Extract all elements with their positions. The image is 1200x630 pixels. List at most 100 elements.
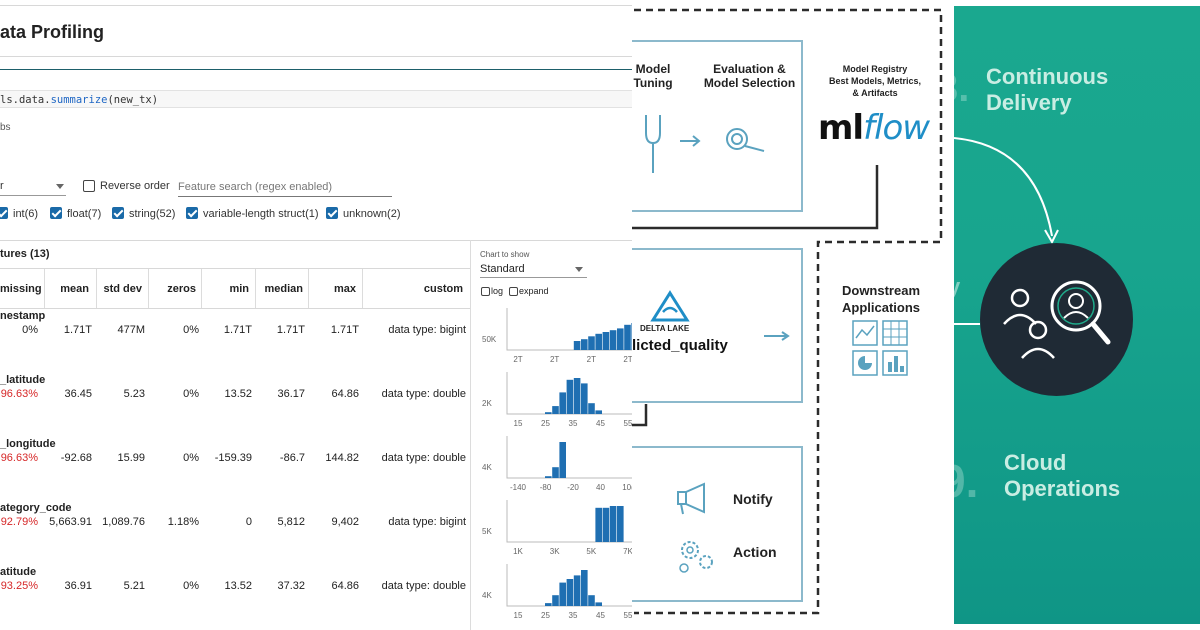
feature-name: nestamp <box>0 310 46 322</box>
cell-max: 9,402 <box>331 516 359 528</box>
histogram-bar <box>595 333 602 350</box>
histogram-bar <box>588 595 595 606</box>
divider <box>0 56 632 57</box>
divider <box>0 69 632 70</box>
column-header-missing[interactable]: missing <box>0 283 42 295</box>
sort-dropdown[interactable]: r <box>0 178 66 196</box>
column-header-median[interactable]: median <box>264 283 303 295</box>
column-header-custom[interactable]: custom <box>423 283 463 295</box>
histogram-x-tick: 5K <box>586 547 596 556</box>
cloud-operations-label: Cloud Operations <box>1004 450 1121 501</box>
histogram-x-tick: 1K <box>513 547 523 556</box>
type-filter-string-checkbox[interactable] <box>112 207 124 219</box>
histogram-bar <box>545 603 552 606</box>
histogram-bar <box>617 506 624 542</box>
cell-median: 37.32 <box>277 580 305 592</box>
histogram-bar <box>624 324 631 350</box>
arrow-right-icon <box>764 331 790 341</box>
histogram-x-tick: 45 <box>596 419 605 428</box>
histogram-bar <box>566 579 574 606</box>
histogram-bar <box>609 506 617 542</box>
mlflow-logo-ml: ml <box>818 108 864 148</box>
cell-max: 64.86 <box>331 388 359 400</box>
histogram-x-tick: 2T <box>550 355 559 364</box>
log-label: log <box>491 286 504 296</box>
column-header-mean[interactable]: mean <box>60 283 89 295</box>
histogram-axis <box>506 436 632 479</box>
dashboard-icon <box>852 320 908 376</box>
cell-zeros: 0% <box>183 388 199 400</box>
cell-median: 36.17 <box>277 388 305 400</box>
feature-name: _longitude <box>0 438 56 450</box>
histogram-bar <box>631 323 632 350</box>
cell-missing: 93.25% <box>0 580 38 592</box>
histogram-x-tick: 2T <box>513 355 522 364</box>
cell-max: 144.82 <box>325 452 359 464</box>
histogram-x-tick: 15 <box>514 419 523 428</box>
histogram-bar <box>602 332 610 350</box>
cell-std: 477M <box>117 324 145 336</box>
notify-label: Notify <box>733 491 773 507</box>
histogram-x-tick: 35 <box>569 611 578 620</box>
column-header-zeros[interactable]: zeros <box>167 283 196 295</box>
histogram-bar <box>595 602 602 606</box>
histogram-x-tick: -80 <box>540 483 552 492</box>
histogram-y-tick: 2K <box>482 399 492 408</box>
type-filter-float-label: float(7) <box>67 208 102 220</box>
feature-name: atitude <box>0 566 37 578</box>
column-header-std-dev[interactable]: std dev <box>103 283 142 295</box>
histogram-bar <box>581 339 588 350</box>
histogram-bar <box>581 383 588 414</box>
feature-search-input[interactable]: Feature search (regex enabled) <box>178 178 392 197</box>
code-cell[interactable]: ls.data.summarize(new_tx) <box>0 90 632 108</box>
cell-zeros: 0% <box>183 452 199 464</box>
type-filter-string-label: string(52) <box>129 208 176 220</box>
histogram-bar <box>609 330 617 350</box>
mlflow-logo-flow: flow <box>863 108 930 148</box>
type-filter-int-checkbox[interactable] <box>0 207 8 219</box>
histogram-bar <box>588 336 595 350</box>
delta-lake-icon <box>650 290 690 322</box>
column-header-min[interactable]: min <box>229 283 249 295</box>
type-filter-struct-label: variable-length struct(1) <box>203 208 319 220</box>
divider <box>0 240 632 241</box>
cell-custom: data type: bigint <box>388 324 466 336</box>
cell-max: 64.86 <box>331 580 359 592</box>
type-filter-struct-checkbox[interactable] <box>186 207 198 219</box>
column-header-max[interactable]: max <box>333 283 356 295</box>
cell-min: 1.71T <box>223 324 252 336</box>
chart-select[interactable]: Standard <box>480 261 587 278</box>
log-checkbox[interactable] <box>481 287 490 296</box>
histogram-bar <box>566 379 574 414</box>
cell-min: 13.52 <box>224 580 252 592</box>
histogram-bar <box>552 406 559 414</box>
cell-custom: data type: double <box>381 388 466 400</box>
type-filter-unknown-checkbox[interactable] <box>326 207 338 219</box>
mlflow-diagram: Model Tuning Evaluation & Model Selectio… <box>632 0 954 630</box>
delta-lake-label: DELTA LAKE <box>640 324 690 333</box>
reverse-order-label: Reverse order <box>100 180 170 192</box>
expand-checkbox[interactable] <box>509 287 518 296</box>
histogram-x-tick: -20 <box>567 483 579 492</box>
reverse-order-checkbox[interactable] <box>83 180 95 192</box>
cell-min: 13.52 <box>224 388 252 400</box>
histogram-bar <box>595 410 602 414</box>
cell-std: 5.21 <box>123 580 145 592</box>
cell-mean: 36.91 <box>64 580 92 592</box>
type-filter-float-checkbox[interactable] <box>50 207 62 219</box>
histogram-x-tick: 2T <box>587 355 596 364</box>
downstream-label: Downstream Applications <box>841 283 921 315</box>
histogram-bar <box>552 595 559 606</box>
tuning-fork-icon <box>645 115 765 173</box>
chevron-down-icon <box>575 267 583 272</box>
histogram-bar <box>573 378 581 414</box>
histogram-y-tick: 5K <box>482 527 492 536</box>
feature-name: _latitude <box>0 374 46 386</box>
cell-custom: data type: double <box>381 580 466 592</box>
chart-column-divider <box>470 240 471 630</box>
devops-panel: 3. Continuous Delivery y 9. Cloud Operat… <box>954 6 1200 624</box>
cell-missing: 92.79% <box>0 516 38 528</box>
